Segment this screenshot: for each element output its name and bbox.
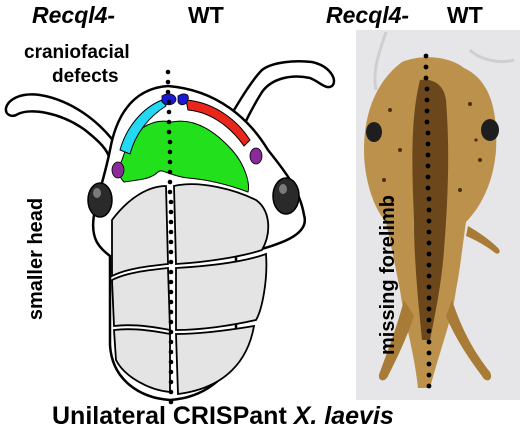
right-body-chambers: [173, 183, 270, 396]
caption: Unilateral CRISPant X. laevis: [52, 402, 394, 431]
craniofacial-label-line1: craniofacial: [24, 42, 130, 63]
photo-midline: [423, 53, 432, 389]
smaller-head-label-wrap: smaller head: [25, 179, 51, 339]
right-eye-icon: [272, 177, 300, 215]
left-eye-icon: [87, 182, 113, 218]
missing-forelimb-label-wrap: missing forelimb: [377, 175, 403, 375]
blue-cartilage-right: [177, 93, 189, 106]
right-barbel: [226, 60, 336, 137]
red-cartilage: [185, 99, 251, 147]
caption-species: X. laevis: [293, 402, 394, 430]
diagram-midline: [165, 69, 174, 405]
green-cartilage: [118, 120, 249, 193]
craniofacial-label-line2: defects: [52, 66, 119, 87]
purple-cartilage-left: [111, 161, 125, 179]
left-body-chambers: [111, 185, 171, 393]
smaller-head-label: smaller head: [25, 197, 47, 321]
caption-prefix: Unilateral CRISPant: [52, 402, 294, 430]
left-gene-label: Recql4-: [32, 2, 116, 28]
left-wt-label: WT: [188, 2, 224, 28]
left-barbel: [4, 93, 122, 163]
missing-forelimb-label: missing forelimb: [377, 194, 399, 356]
right-gene-label: Recql4-: [326, 2, 410, 28]
purple-cartilage-right: [249, 147, 263, 165]
right-wt-label: WT: [447, 2, 483, 28]
